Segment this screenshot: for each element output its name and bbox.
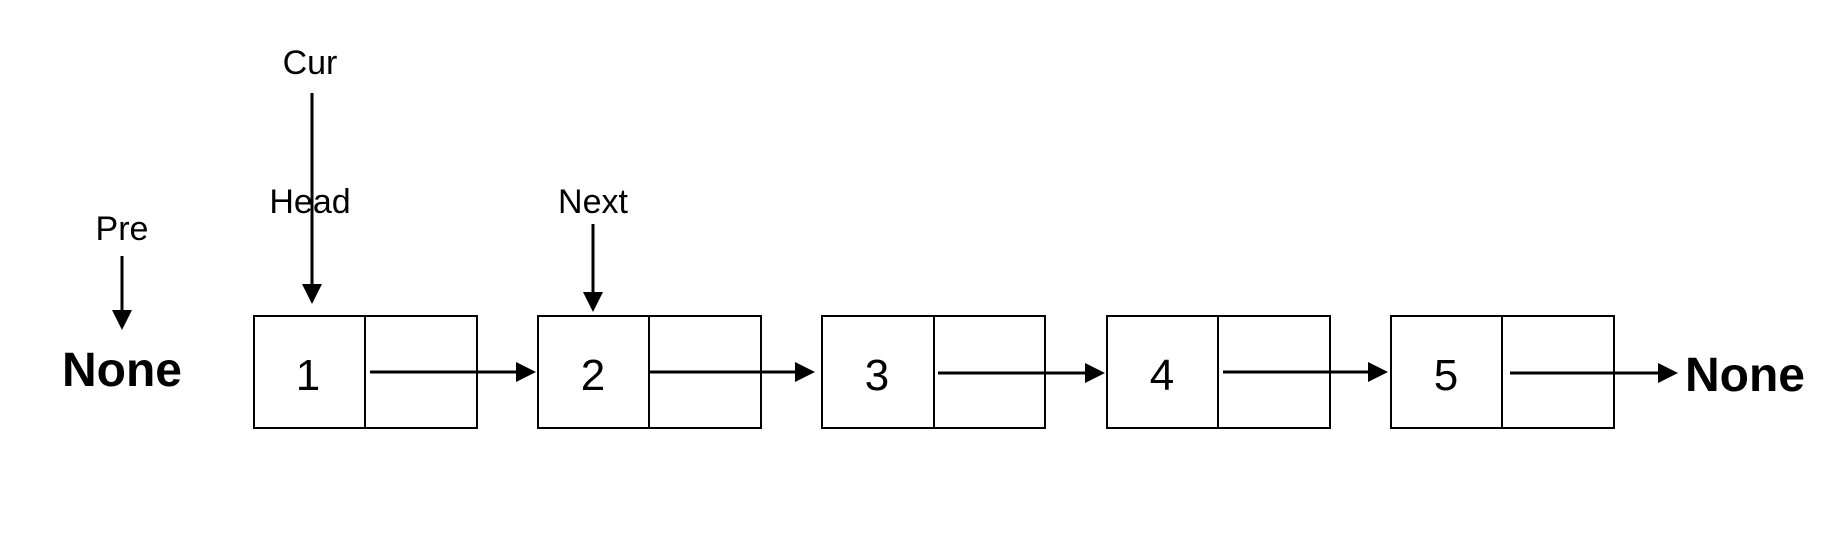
list-node: 5 (1390, 315, 1678, 429)
list-node: 3 (821, 315, 1105, 429)
node-value-cell (1106, 315, 1219, 429)
pre-label: Pre (96, 210, 149, 248)
next-link-arrow (1223, 362, 1388, 382)
node-value-cell (253, 315, 366, 429)
head-label: Head (269, 183, 350, 221)
list-node: 4 (1106, 315, 1388, 429)
next-label: Next (558, 183, 628, 221)
list-node: 2 (537, 315, 815, 429)
node-value: 4 (1150, 351, 1174, 400)
left-none-label: None (62, 344, 182, 397)
pre-pointer-arrow (112, 256, 132, 330)
next-pointer-arrow (583, 224, 603, 312)
next-link-arrow (370, 362, 536, 382)
cur-label: Cur (283, 44, 338, 82)
right-none-label: None (1685, 349, 1805, 402)
node-value: 3 (865, 351, 889, 400)
next-link-arrow (938, 363, 1105, 383)
node-value: 5 (1434, 351, 1458, 400)
node-value: 1 (296, 351, 320, 400)
cur-pointer-arrow (302, 93, 322, 304)
next-link-arrow (1510, 363, 1678, 383)
next-link-arrow (650, 362, 815, 382)
list-node: 1 (253, 315, 536, 429)
node-value: 2 (581, 351, 605, 400)
node-value-cell (1390, 315, 1503, 429)
